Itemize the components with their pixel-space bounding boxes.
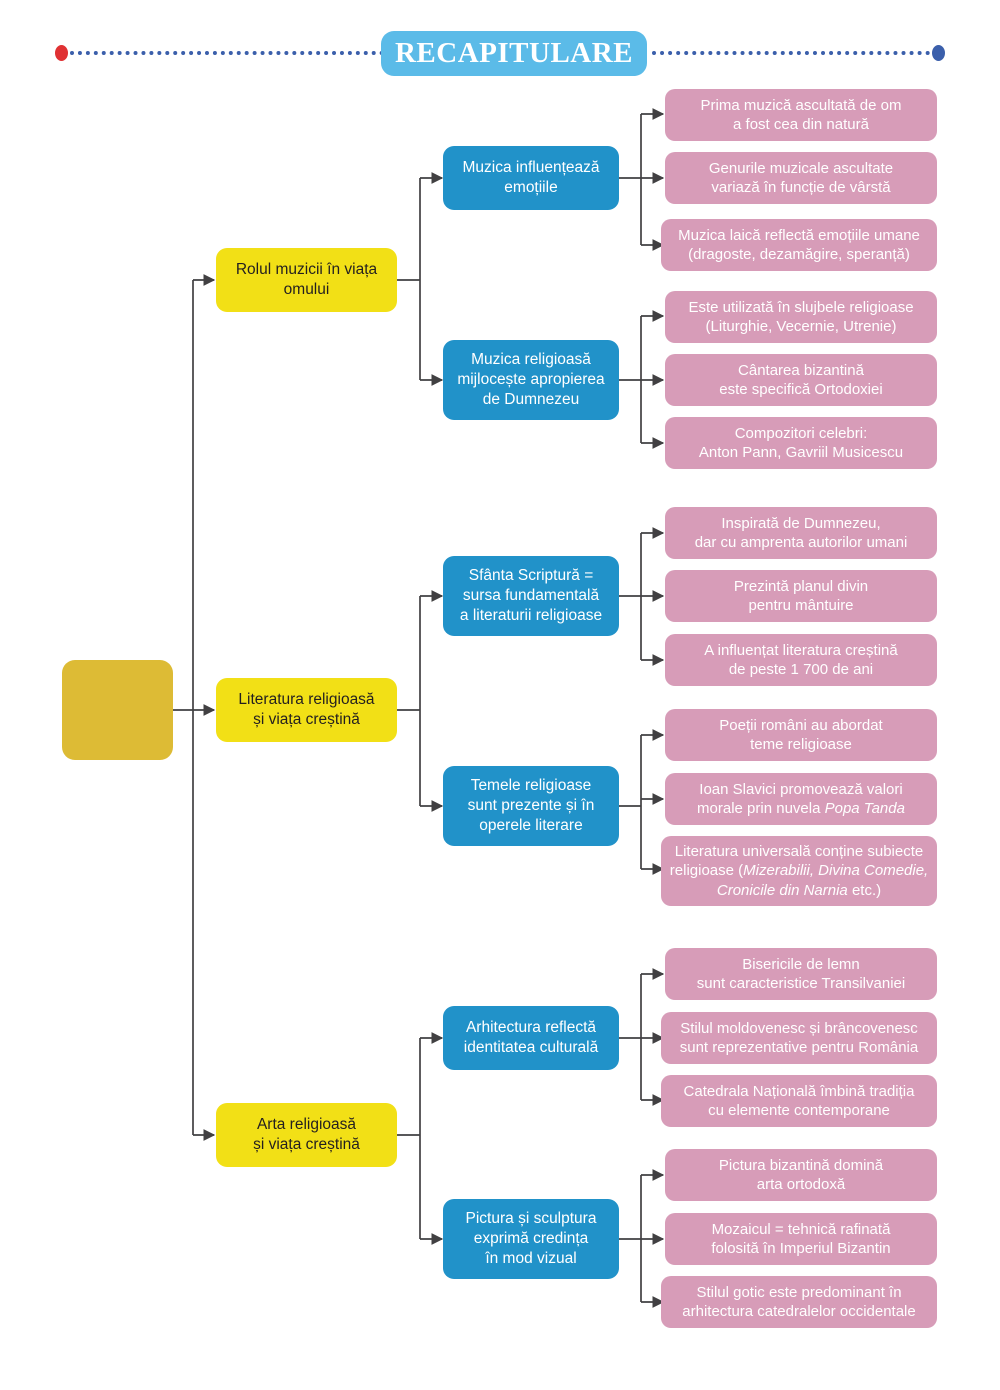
leaf-item[interactable]: Inspirată de Dumnezeu,dar cu amprenta au… bbox=[665, 507, 937, 559]
header-left-dot-icon bbox=[55, 45, 68, 61]
page-header: RECAPITULARE bbox=[0, 0, 1000, 88]
header-left-dotted-rule bbox=[70, 51, 392, 59]
header-right-dotted-rule bbox=[652, 51, 930, 59]
page-title-pill: RECAPITULARE bbox=[381, 31, 647, 76]
leaf-item[interactable]: Este utilizată în slujbele religioase(Li… bbox=[665, 291, 937, 343]
leaf-label: Compozitori celebri:Anton Pann, Gavriil … bbox=[698, 424, 904, 461]
leaf-label: Inspirată de Dumnezeu,dar cu amprenta au… bbox=[694, 514, 908, 551]
page-footer: 84 bbox=[0, 1320, 1000, 1390]
leaf-label: Muzica laică reflectă emoțiile umane(dra… bbox=[678, 226, 920, 263]
node-root[interactable] bbox=[62, 660, 173, 760]
leaf-label: Este utilizată în slujbele religioase(Li… bbox=[688, 298, 914, 335]
leaf-item[interactable]: Muzica laică reflectă emoțiile umane(dra… bbox=[661, 219, 937, 271]
page-title: RECAPITULARE bbox=[394, 37, 634, 69]
header-right-dot-icon bbox=[932, 45, 945, 61]
leaf-item[interactable]: Compozitori celebri:Anton Pann, Gavriil … bbox=[665, 417, 937, 469]
